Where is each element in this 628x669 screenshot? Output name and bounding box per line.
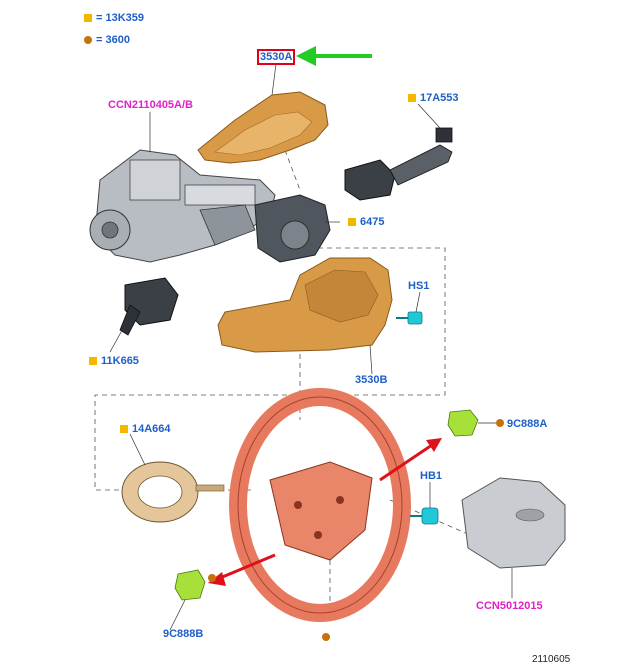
switch-9c888a <box>447 409 479 437</box>
callout-hb1: HB1 <box>420 470 443 482</box>
callout-6475-square-icon <box>348 218 356 226</box>
leader-lines <box>109 63 513 631</box>
airbag-ccn5012015 <box>461 477 566 569</box>
figure-id: 2110605 <box>532 654 571 665</box>
red-arrow-left <box>208 553 276 586</box>
lower-shroud-inner <box>304 269 379 323</box>
callout-9c888b: 9C888B <box>163 628 204 640</box>
red-arrow-right <box>379 438 442 482</box>
legend-square-label: = 13K359 <box>96 12 144 24</box>
steering-wheel <box>229 388 411 622</box>
legend-eq: = <box>96 12 103 24</box>
callout-6475: 6475 <box>360 216 385 228</box>
callout-14a664: 14A664 <box>132 423 171 435</box>
callout-17a553: 17A553 <box>420 92 459 104</box>
switch-9c888b <box>174 569 206 601</box>
callout-hs1: HS1 <box>408 280 430 292</box>
callout-3530b: 3530B <box>355 374 388 386</box>
legend-dot-code: 3600 <box>105 34 130 46</box>
callout-ccn2110405: CCN2110405A/B <box>108 99 193 111</box>
callout-14a664-square-icon <box>120 425 128 433</box>
callout-11k665-square-icon <box>89 357 97 365</box>
hardware-dot <box>208 574 216 582</box>
callout-9c888a: 9C888A <box>507 418 548 430</box>
green-arrow <box>296 46 372 66</box>
wiper-switch-17a553 <box>344 127 453 201</box>
switch-hub-6475 <box>254 194 331 263</box>
legend-dot-icon <box>84 36 92 44</box>
callout-ccn5012015: CCN5012015 <box>476 600 543 612</box>
clockspring-14a664 <box>121 461 225 523</box>
indicator-switch-11k665 <box>119 277 179 336</box>
callout-17a553-square-icon <box>408 94 416 102</box>
legend-square-code: 13K359 <box>105 12 145 24</box>
upper-shroud-inner <box>214 111 313 156</box>
legend-eq: = <box>96 34 103 46</box>
hardware-dot <box>322 633 330 641</box>
legend-dot-label: = 3600 <box>96 34 130 46</box>
bolt-hb1 <box>410 507 439 525</box>
hardware-dot <box>496 419 504 427</box>
legend-square-icon <box>84 14 92 22</box>
callout-3530a: 3530A <box>257 49 296 65</box>
callout-11k665: 11K665 <box>101 355 139 367</box>
steering-column <box>89 149 276 263</box>
bolt-hs1 <box>396 311 423 325</box>
